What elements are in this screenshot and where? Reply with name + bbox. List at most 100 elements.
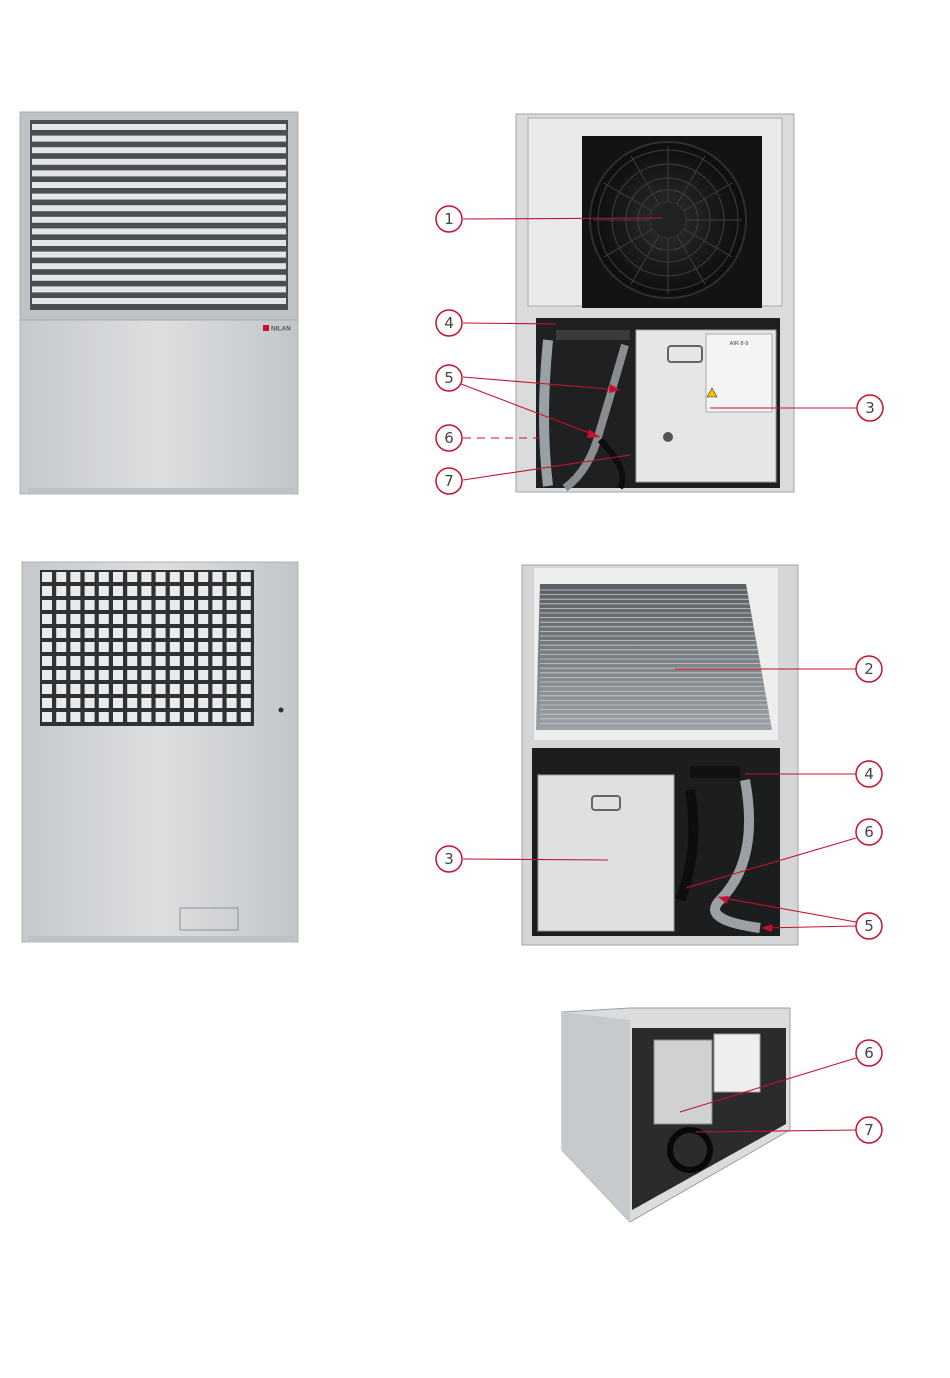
grille-cell — [56, 670, 66, 680]
grille-cell — [56, 614, 66, 624]
grille-cell — [227, 698, 237, 708]
callout-number: 3 — [865, 399, 875, 417]
callout-1: 1 — [436, 206, 462, 232]
grille-cell — [42, 586, 52, 596]
callout-number: 4 — [864, 765, 874, 783]
grille-cell — [227, 628, 237, 638]
grille-cell — [99, 586, 109, 596]
grille-cell — [127, 586, 137, 596]
grille-cell — [127, 600, 137, 610]
grille-cell — [156, 712, 166, 722]
grille-cell — [184, 628, 194, 638]
grille-cell — [241, 614, 251, 624]
grille-cell — [170, 600, 180, 610]
grille-cell — [227, 600, 237, 610]
grille-cell — [241, 670, 251, 680]
grille-cell — [141, 712, 151, 722]
grille-cell — [241, 698, 251, 708]
grille-cell — [99, 670, 109, 680]
grille-cell — [113, 572, 123, 582]
grille-cell — [156, 586, 166, 596]
grille-cell — [70, 656, 80, 666]
grille-cell — [170, 614, 180, 624]
grille-cell — [99, 572, 109, 582]
grille-cell — [184, 712, 194, 722]
grille-cell — [113, 670, 123, 680]
louvre-slat — [32, 124, 286, 130]
grille-cell — [170, 656, 180, 666]
callout-7b: 7 — [856, 1117, 882, 1143]
sight-glass — [663, 432, 673, 442]
grille-cell — [170, 586, 180, 596]
callout-number: 7 — [864, 1121, 874, 1139]
grille-cell — [85, 670, 95, 680]
louvre-slat — [32, 298, 286, 304]
callout-number: 7 — [444, 472, 454, 490]
louvre-slat — [32, 205, 286, 211]
nilan-logo-text: NILAN — [271, 326, 291, 333]
grille-cell — [56, 628, 66, 638]
louvre-slat — [32, 228, 286, 234]
grille-cell — [241, 656, 251, 666]
grille-cell — [99, 614, 109, 624]
grille-cell — [212, 628, 222, 638]
grille-cell — [212, 600, 222, 610]
grille-cell — [85, 600, 95, 610]
grille-cell — [113, 628, 123, 638]
rear-base — [28, 936, 294, 942]
grille-cell — [198, 684, 208, 694]
rear-grille-cells — [42, 572, 251, 722]
grille-cell — [56, 698, 66, 708]
grille-cell — [141, 614, 151, 624]
grille-cell — [212, 712, 222, 722]
grille-cell — [212, 670, 222, 680]
grille-cell — [198, 614, 208, 624]
grille-cell — [141, 670, 151, 680]
grille-cell — [212, 586, 222, 596]
grille-cell — [198, 712, 208, 722]
grille-cell — [198, 698, 208, 708]
callout-number: 3 — [444, 850, 454, 868]
grille-cell — [85, 656, 95, 666]
grille-cell — [156, 684, 166, 694]
unit-front-exterior: NILAN — [20, 112, 298, 494]
callout-number: 1 — [444, 210, 454, 228]
grille-cell — [170, 628, 180, 638]
grille-cell — [141, 684, 151, 694]
callout-number: 2 — [864, 660, 874, 678]
grille-cell — [113, 586, 123, 596]
grille-cell — [241, 600, 251, 610]
unit-rear-exterior — [22, 562, 298, 942]
unit-model-label: AIR 8-9 — [730, 341, 749, 347]
callout-4b: 4 — [856, 761, 882, 787]
grille-cell — [184, 670, 194, 680]
grille-cell — [127, 712, 137, 722]
drain-hose — [544, 340, 548, 486]
grille-cell — [56, 572, 66, 582]
grille-cell — [42, 600, 52, 610]
grille-cell — [113, 698, 123, 708]
grille-cell — [198, 656, 208, 666]
grille-cell — [141, 572, 151, 582]
grille-cell — [70, 600, 80, 610]
fan-motor-hub — [650, 202, 686, 238]
grille-cell — [85, 628, 95, 638]
corner-side-panel — [562, 1012, 630, 1222]
grille-cell — [184, 586, 194, 596]
grille-cell — [170, 670, 180, 680]
grille-cell — [70, 614, 80, 624]
callout-6b: 6 — [856, 819, 882, 845]
grille-cell — [85, 642, 95, 652]
grille-cell — [113, 614, 123, 624]
grille-cell — [99, 712, 109, 722]
grille-cell — [85, 684, 95, 694]
grille-cell — [227, 712, 237, 722]
louvre-slat — [32, 240, 286, 246]
grille-cell — [70, 698, 80, 708]
grille-cell — [113, 656, 123, 666]
unit-base — [28, 488, 294, 494]
grille-cell — [212, 572, 222, 582]
grille-cell — [127, 684, 137, 694]
grille-cell — [42, 614, 52, 624]
